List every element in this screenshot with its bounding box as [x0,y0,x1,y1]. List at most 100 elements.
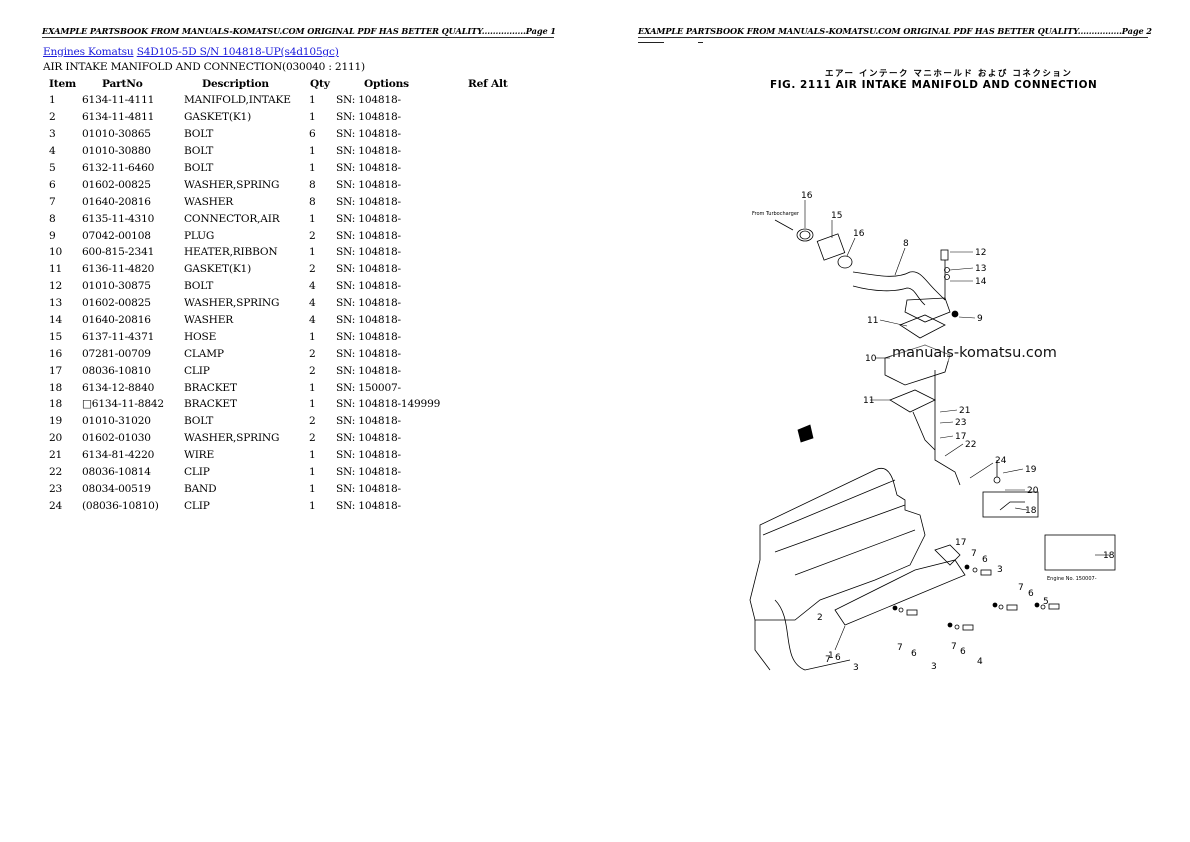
cell-partno: (08036-10810) [82,499,159,512]
cell-ref-alt [468,480,518,497]
cell-qty: 1 [309,145,316,158]
page-2: EXAMPLE PARTSBOOK FROM MANUALS-KOMATSU.C… [595,0,1190,842]
svg-text:16: 16 [801,191,813,201]
cell-options: SN: 104818- [336,314,401,327]
cell-ref-alt [468,210,518,227]
cell-partno: 08036-10814 [82,466,151,479]
svg-text:19: 19 [1025,465,1037,475]
cell-options: SN: 104818- [336,162,401,174]
cell-item: 18 [49,381,63,394]
breadcrumb-link-engines-komatsu[interactable]: Engines Komatsu [43,46,134,58]
cell-ref-alt [468,328,518,345]
figure-title: FIG. 2111 AIR INTAKE MANIFOLD AND CONNEC… [770,78,1098,91]
cell-qty: 1 [309,466,316,479]
svg-text:7: 7 [1018,583,1024,593]
cell-description: BRACKET [184,381,237,394]
svg-text:7: 7 [951,642,957,652]
cell-qty: 1 [309,111,316,124]
cell-partno: 01602-01030 [82,432,151,445]
cell-description: WASHER,SPRING [184,432,280,445]
cell-qty: 2 [309,263,316,276]
cell-options: SN: 104818- [336,280,401,293]
cell-item: 6 [49,178,56,191]
cell-description: WASHER,SPRING [184,178,280,191]
column-header-ref-alt: Ref Alt [468,78,508,90]
cell-item: 1 [49,94,56,107]
cell-ref-alt [468,143,518,160]
cell-qty: 1 [309,212,316,225]
cell-options: SN: 104818- [336,415,401,428]
cell-description: HEATER,RIBBON [184,246,278,259]
page-1: EXAMPLE PARTSBOOK FROM MANUALS-KOMATSU.C… [42,26,556,514]
cell-options: SN: 104818- [336,212,401,225]
cell-options: SN: 104818- [336,482,401,495]
cell-item: 3 [49,128,56,141]
cell-description: CLAMP [184,347,224,360]
exploded-parts-diagram: From Turbocharger [749,191,1116,673]
cell-item: 7 [49,195,56,208]
cell-partno: 01640-20816 [82,314,151,327]
svg-text:18: 18 [1103,551,1115,561]
cell-options: SN: 104818- [336,449,401,462]
svg-text:3: 3 [853,663,859,673]
cell-partno: 600-815-2341 [82,246,155,259]
cell-item: 10 [49,246,63,259]
cell-partno: 01010-30875 [82,280,151,293]
cell-ref-alt [468,92,518,109]
cell-qty: 1 [309,94,316,107]
cell-options: SN: 104818- [336,195,401,208]
cell-item: 11 [49,263,63,276]
svg-text:6: 6 [982,555,988,565]
cell-description: BOLT [184,128,214,141]
watermark: manuals-komatsu.com [892,345,1057,361]
cell-ref-alt [468,497,518,514]
cell-description: BOLT [184,415,214,428]
cell-description: CLIP [184,499,210,512]
cell-partno: 01010-31020 [82,415,151,428]
cell-qty: 2 [309,432,316,445]
cell-ref-alt [468,413,518,430]
cell-item: 8 [49,212,56,225]
svg-text:6: 6 [835,653,841,663]
cell-item: 9 [49,229,56,242]
cell-description: BOLT [184,162,214,174]
cell-description: BRACKET [184,398,237,411]
cell-options: SN: 104818- [336,229,401,242]
svg-text:17: 17 [955,538,966,548]
cell-ref-alt [468,227,518,244]
cell-description: BOLT [184,145,214,158]
cell-qty: 4 [309,297,316,310]
cell-ref-alt [468,193,518,210]
breadcrumb-link-model[interactable]: S4D105-5D S/N 104818-UP(s4d105gc) [136,46,339,58]
cell-item: 21 [49,449,63,462]
cell-options: SN: 104818- [336,330,401,343]
header-divider [42,37,554,38]
cell-qty: 8 [309,178,316,191]
cell-partno: 08036-10810 [82,364,151,377]
cell-partno: 07042-00108 [82,229,151,242]
cell-ref-alt [468,160,518,177]
cell-item: 17 [49,364,63,377]
svg-text:15: 15 [831,211,842,221]
cell-description: GASKET(K1) [184,263,252,276]
svg-text:7: 7 [897,643,903,653]
cell-partno: 08034-00519 [82,482,151,495]
cell-item: 5 [49,162,56,174]
cell-options: SN: 104818- [336,263,401,276]
cell-partno: 07281-00709 [82,347,151,360]
cell-qty: 1 [309,246,316,259]
cell-qty: 1 [309,482,316,495]
svg-text:6: 6 [960,647,966,657]
